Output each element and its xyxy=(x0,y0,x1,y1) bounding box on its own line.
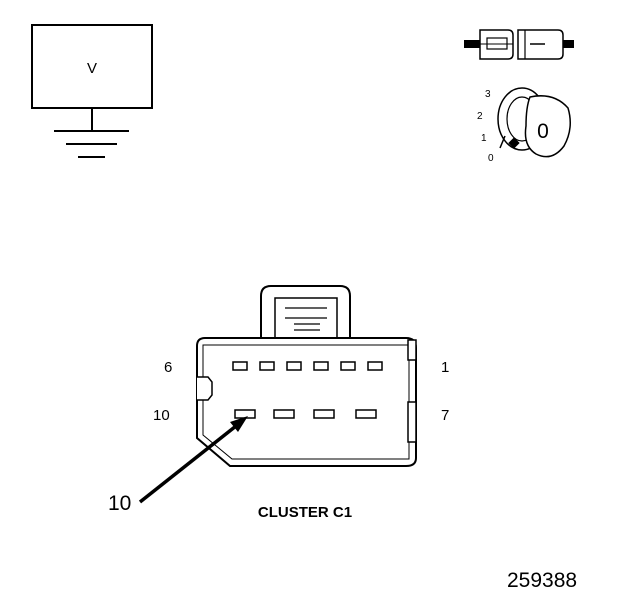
voltmeter-symbol: V xyxy=(87,60,97,77)
pin-cavity xyxy=(313,361,329,371)
callout-label: 10 xyxy=(108,492,131,515)
cluster-connector: 6 1 10 7 CLUSTER C1 xyxy=(153,285,449,521)
pin-row-top xyxy=(232,361,383,371)
pin-cavity xyxy=(313,409,335,419)
pin-cavity xyxy=(286,361,302,371)
arrow-head-icon xyxy=(230,416,248,432)
ground-icon xyxy=(54,130,129,158)
pin-cavity xyxy=(234,409,256,419)
pin-cavity xyxy=(367,361,383,371)
key-position-3: 3 xyxy=(485,89,491,100)
key-label: 0 xyxy=(537,120,549,143)
pin-cavity xyxy=(259,361,275,371)
key-position-2: 2 xyxy=(477,111,483,122)
connector-body xyxy=(196,337,417,467)
pin-cavity xyxy=(340,361,356,371)
connector-disconnect-icon xyxy=(464,29,574,60)
pin-label-1: 1 xyxy=(441,359,449,376)
voltmeter: V xyxy=(31,24,153,158)
key-position-0: 0 xyxy=(488,153,494,164)
pin-label-6: 6 xyxy=(164,359,172,376)
key-position-1: 1 xyxy=(481,133,487,144)
pin-label-10: 10 xyxy=(153,407,170,424)
pin-cavity xyxy=(273,409,295,419)
connector-caption: CLUSTER C1 xyxy=(258,504,352,521)
ignition-switch: 3 2 1 0 0 xyxy=(477,87,571,164)
callout-arrow xyxy=(138,416,248,504)
pin-row-bottom xyxy=(234,409,377,419)
connector-latch xyxy=(260,285,351,339)
pin-label-7: 7 xyxy=(441,407,449,424)
ignition-key-icon xyxy=(497,87,571,158)
pin-cavity xyxy=(355,409,377,419)
pin-cavity xyxy=(232,361,248,371)
figure-id: 259388 xyxy=(507,569,577,592)
